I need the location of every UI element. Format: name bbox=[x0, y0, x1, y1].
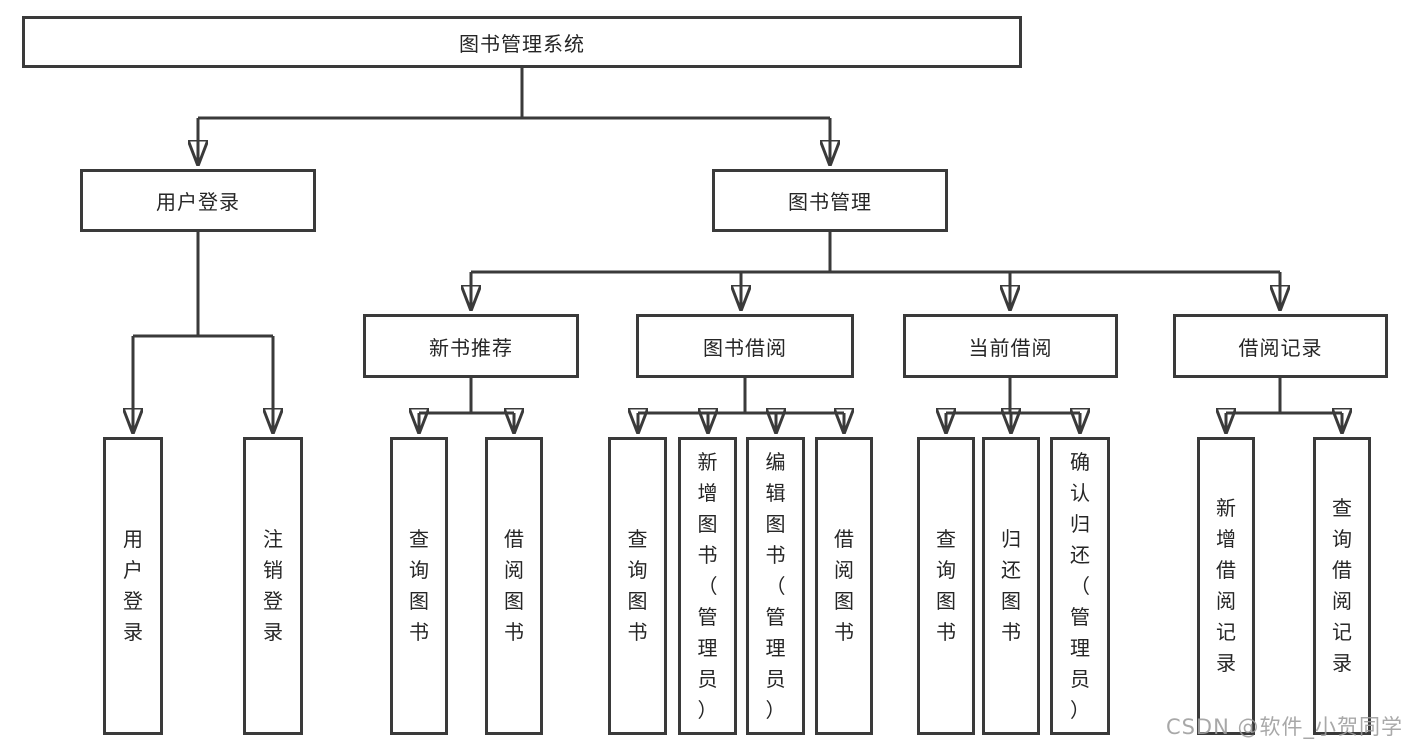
node-root-label: 图书管理系统 bbox=[459, 31, 585, 56]
node-new-book-recommend: 新书推荐 bbox=[363, 314, 579, 378]
leaf-query-borrow-record-label: 查询借阅记录 bbox=[1332, 496, 1352, 675]
leaf-newbooks-query-books: 查询图书 bbox=[390, 437, 448, 735]
leaf-add-books-admin-label: 新增图书（管理员） bbox=[697, 449, 718, 722]
node-book-borrowing-label: 图书借阅 bbox=[703, 335, 787, 360]
leaf-logout: 注销登录 bbox=[243, 437, 303, 735]
leaf-edit-books-admin-label: 编辑图书（管理员） bbox=[765, 449, 786, 722]
node-user-login-branch: 用户登录 bbox=[80, 169, 316, 232]
leaf-newbooks-query-books-label: 查询图书 bbox=[409, 527, 429, 644]
node-root: 图书管理系统 bbox=[22, 16, 1022, 68]
node-current-borrowing-label: 当前借阅 bbox=[968, 335, 1053, 360]
csdn-watermark: CSDN @软件_小贺同学 bbox=[1165, 715, 1403, 739]
node-user-login-branch-label: 用户登录 bbox=[156, 190, 240, 214]
leaf-borrowing-borrow-books-label: 借阅图书 bbox=[834, 527, 854, 644]
leaf-confirm-return-admin-label: 确认归还（管理员） bbox=[1070, 449, 1090, 722]
leaf-current-query-books: 查询图书 bbox=[917, 437, 975, 735]
node-borrowing-records: 借阅记录 bbox=[1173, 314, 1388, 378]
leaf-confirm-return-admin: 确认归还（管理员） bbox=[1050, 437, 1110, 735]
leaf-edit-books-admin: 编辑图书（管理员） bbox=[746, 437, 805, 735]
leaf-user-login: 用户登录 bbox=[103, 437, 163, 735]
leaf-add-borrow-record-label: 新增借阅记录 bbox=[1216, 496, 1236, 675]
leaf-add-borrow-record: 新增借阅记录 bbox=[1197, 437, 1255, 735]
leaf-newbooks-borrow-books: 借阅图书 bbox=[485, 437, 543, 735]
leaf-logout-label: 注销登录 bbox=[263, 527, 283, 644]
node-book-management-branch: 图书管理 bbox=[712, 169, 948, 232]
leaf-return-books: 归还图书 bbox=[982, 437, 1040, 735]
leaf-add-books-admin: 新增图书（管理员） bbox=[678, 437, 737, 735]
leaf-borrowing-query-books: 查询图书 bbox=[608, 437, 667, 735]
node-borrowing-records-label: 借阅记录 bbox=[1238, 335, 1323, 360]
node-current-borrowing: 当前借阅 bbox=[903, 314, 1118, 378]
leaf-query-borrow-record: 查询借阅记录 bbox=[1313, 437, 1371, 735]
leaf-user-login-label: 用户登录 bbox=[123, 527, 143, 644]
node-book-management-branch-label: 图书管理 bbox=[788, 190, 872, 214]
leaf-newbooks-borrow-books-label: 借阅图书 bbox=[504, 527, 524, 644]
leaf-borrowing-query-books-label: 查询图书 bbox=[627, 527, 648, 644]
leaf-borrowing-borrow-books: 借阅图书 bbox=[815, 437, 873, 735]
leaf-return-books-label: 归还图书 bbox=[1001, 527, 1021, 644]
leaf-current-query-books-label: 查询图书 bbox=[936, 527, 956, 644]
node-book-borrowing: 图书借阅 bbox=[636, 314, 854, 378]
node-new-book-recommend-label: 新书推荐 bbox=[429, 335, 513, 360]
